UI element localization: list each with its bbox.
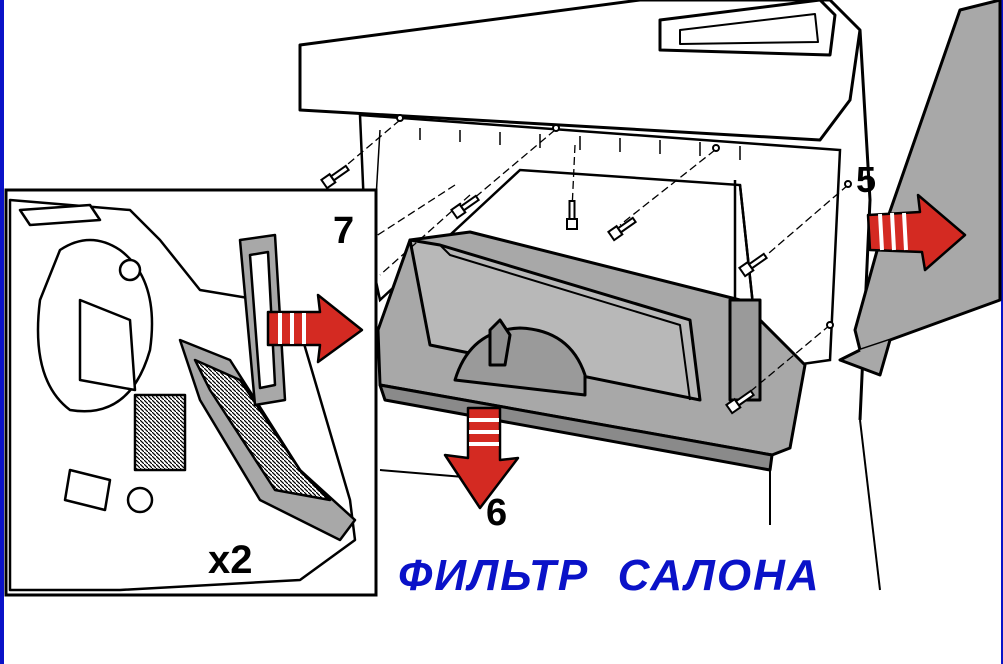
arrow-right-icon [866,193,967,272]
diagram-caption: ФИЛЬТР САЛОНА [398,551,821,600]
door-trim-panel [838,0,1002,377]
callout-step-7: 7 [333,210,355,252]
arrow-down-icon [443,406,520,510]
left-border [0,0,4,664]
arrow-right-icon [266,293,364,364]
screw-icon [320,114,852,415]
callout-step-6: 6 [486,492,508,534]
glovebox-tray [376,230,807,472]
callout-step-5: 5 [856,159,877,200]
right-border [1001,0,1003,664]
inset-detail [4,188,378,597]
screw-axis-lines [334,119,849,401]
quantity-label: x2 [208,538,253,582]
dashboard-top [298,0,872,421]
